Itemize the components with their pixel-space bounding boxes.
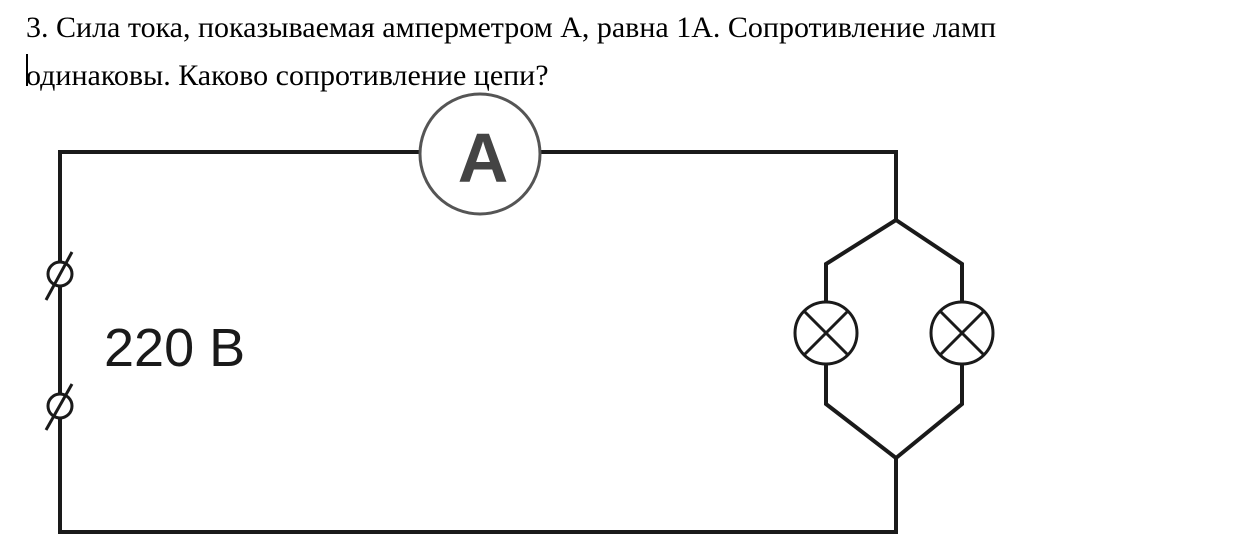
voltage-label: 220 В bbox=[104, 318, 245, 378]
ammeter: A bbox=[418, 92, 542, 216]
text-cursor bbox=[26, 54, 28, 86]
wire-branch-left bbox=[824, 218, 898, 460]
wire-branch-right bbox=[894, 218, 964, 460]
wire-top-left bbox=[58, 150, 420, 262]
terminal-bottom bbox=[44, 383, 74, 431]
terminal-top bbox=[44, 251, 74, 301]
lamp-left bbox=[793, 300, 859, 366]
ammeter-circle bbox=[418, 92, 542, 216]
wire-bottom bbox=[58, 418, 898, 534]
problem-statement: 3. Сила тока, показываемая амперметром А… bbox=[26, 4, 1226, 100]
problem-line-2: одинаковы. Каково сопротивление цепи? bbox=[26, 59, 549, 92]
wire-top-right bbox=[540, 150, 898, 220]
problem-line-1: 3. Сила тока, показываемая амперметром А… bbox=[26, 11, 997, 44]
ammeter-label: A bbox=[458, 119, 509, 197]
lamp-right bbox=[929, 300, 995, 366]
